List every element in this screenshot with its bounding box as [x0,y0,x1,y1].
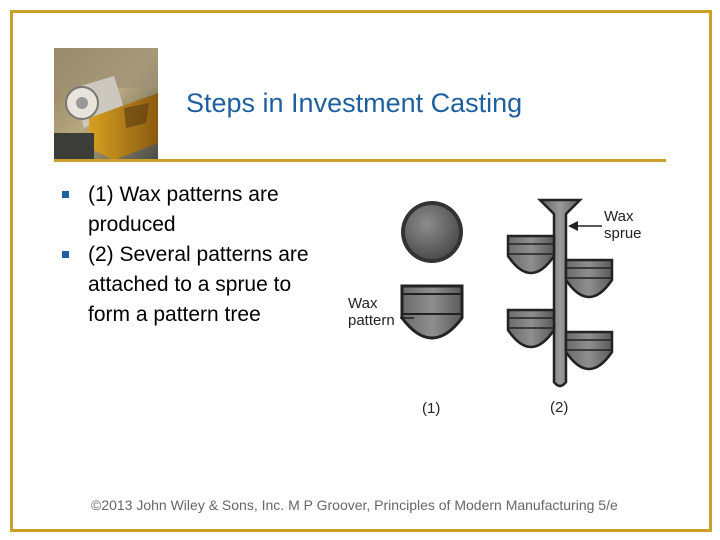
wax-pattern-label-line1: Wax [348,295,378,312]
wax-pattern-side-view [400,284,464,340]
wax-pattern-label-line2: pattern [348,312,395,329]
bullet-item: (2) Several patterns are attached to a s… [60,240,330,330]
wax-sprue [536,198,584,388]
bullet-text: (2) Several patterns are attached to a s… [88,243,309,326]
copyright-footer: ©2013 John Wiley & Sons, Inc. M P Groove… [91,497,618,513]
machining-photo [54,48,158,160]
step2-label: (2) [550,399,569,416]
wax-pattern-label: Wax pattern [348,295,395,329]
wax-sprue-label-line1: Wax [604,208,634,225]
wax-sprue-label: Wax sprue [604,208,642,242]
square-bullet-icon [62,191,69,198]
bullet-list: (1) Wax patterns are produced (2) Severa… [60,180,330,330]
square-bullet-icon [62,251,69,258]
wax-sprue-label-line2: sprue [604,225,642,242]
wax-pattern-top-view [401,201,463,263]
bullet-item: (1) Wax patterns are produced [60,180,330,240]
pattern-tree-cups [506,234,614,371]
title-divider [54,159,666,162]
investment-casting-figure: Wax pattern Wax sprue (1) (2) [340,190,670,425]
step1-label: (1) [422,400,441,417]
slide-title: Steps in Investment Casting [186,88,523,118]
bullet-text: (1) Wax patterns are produced [88,183,279,236]
sprue-arrow-icon [568,221,602,231]
